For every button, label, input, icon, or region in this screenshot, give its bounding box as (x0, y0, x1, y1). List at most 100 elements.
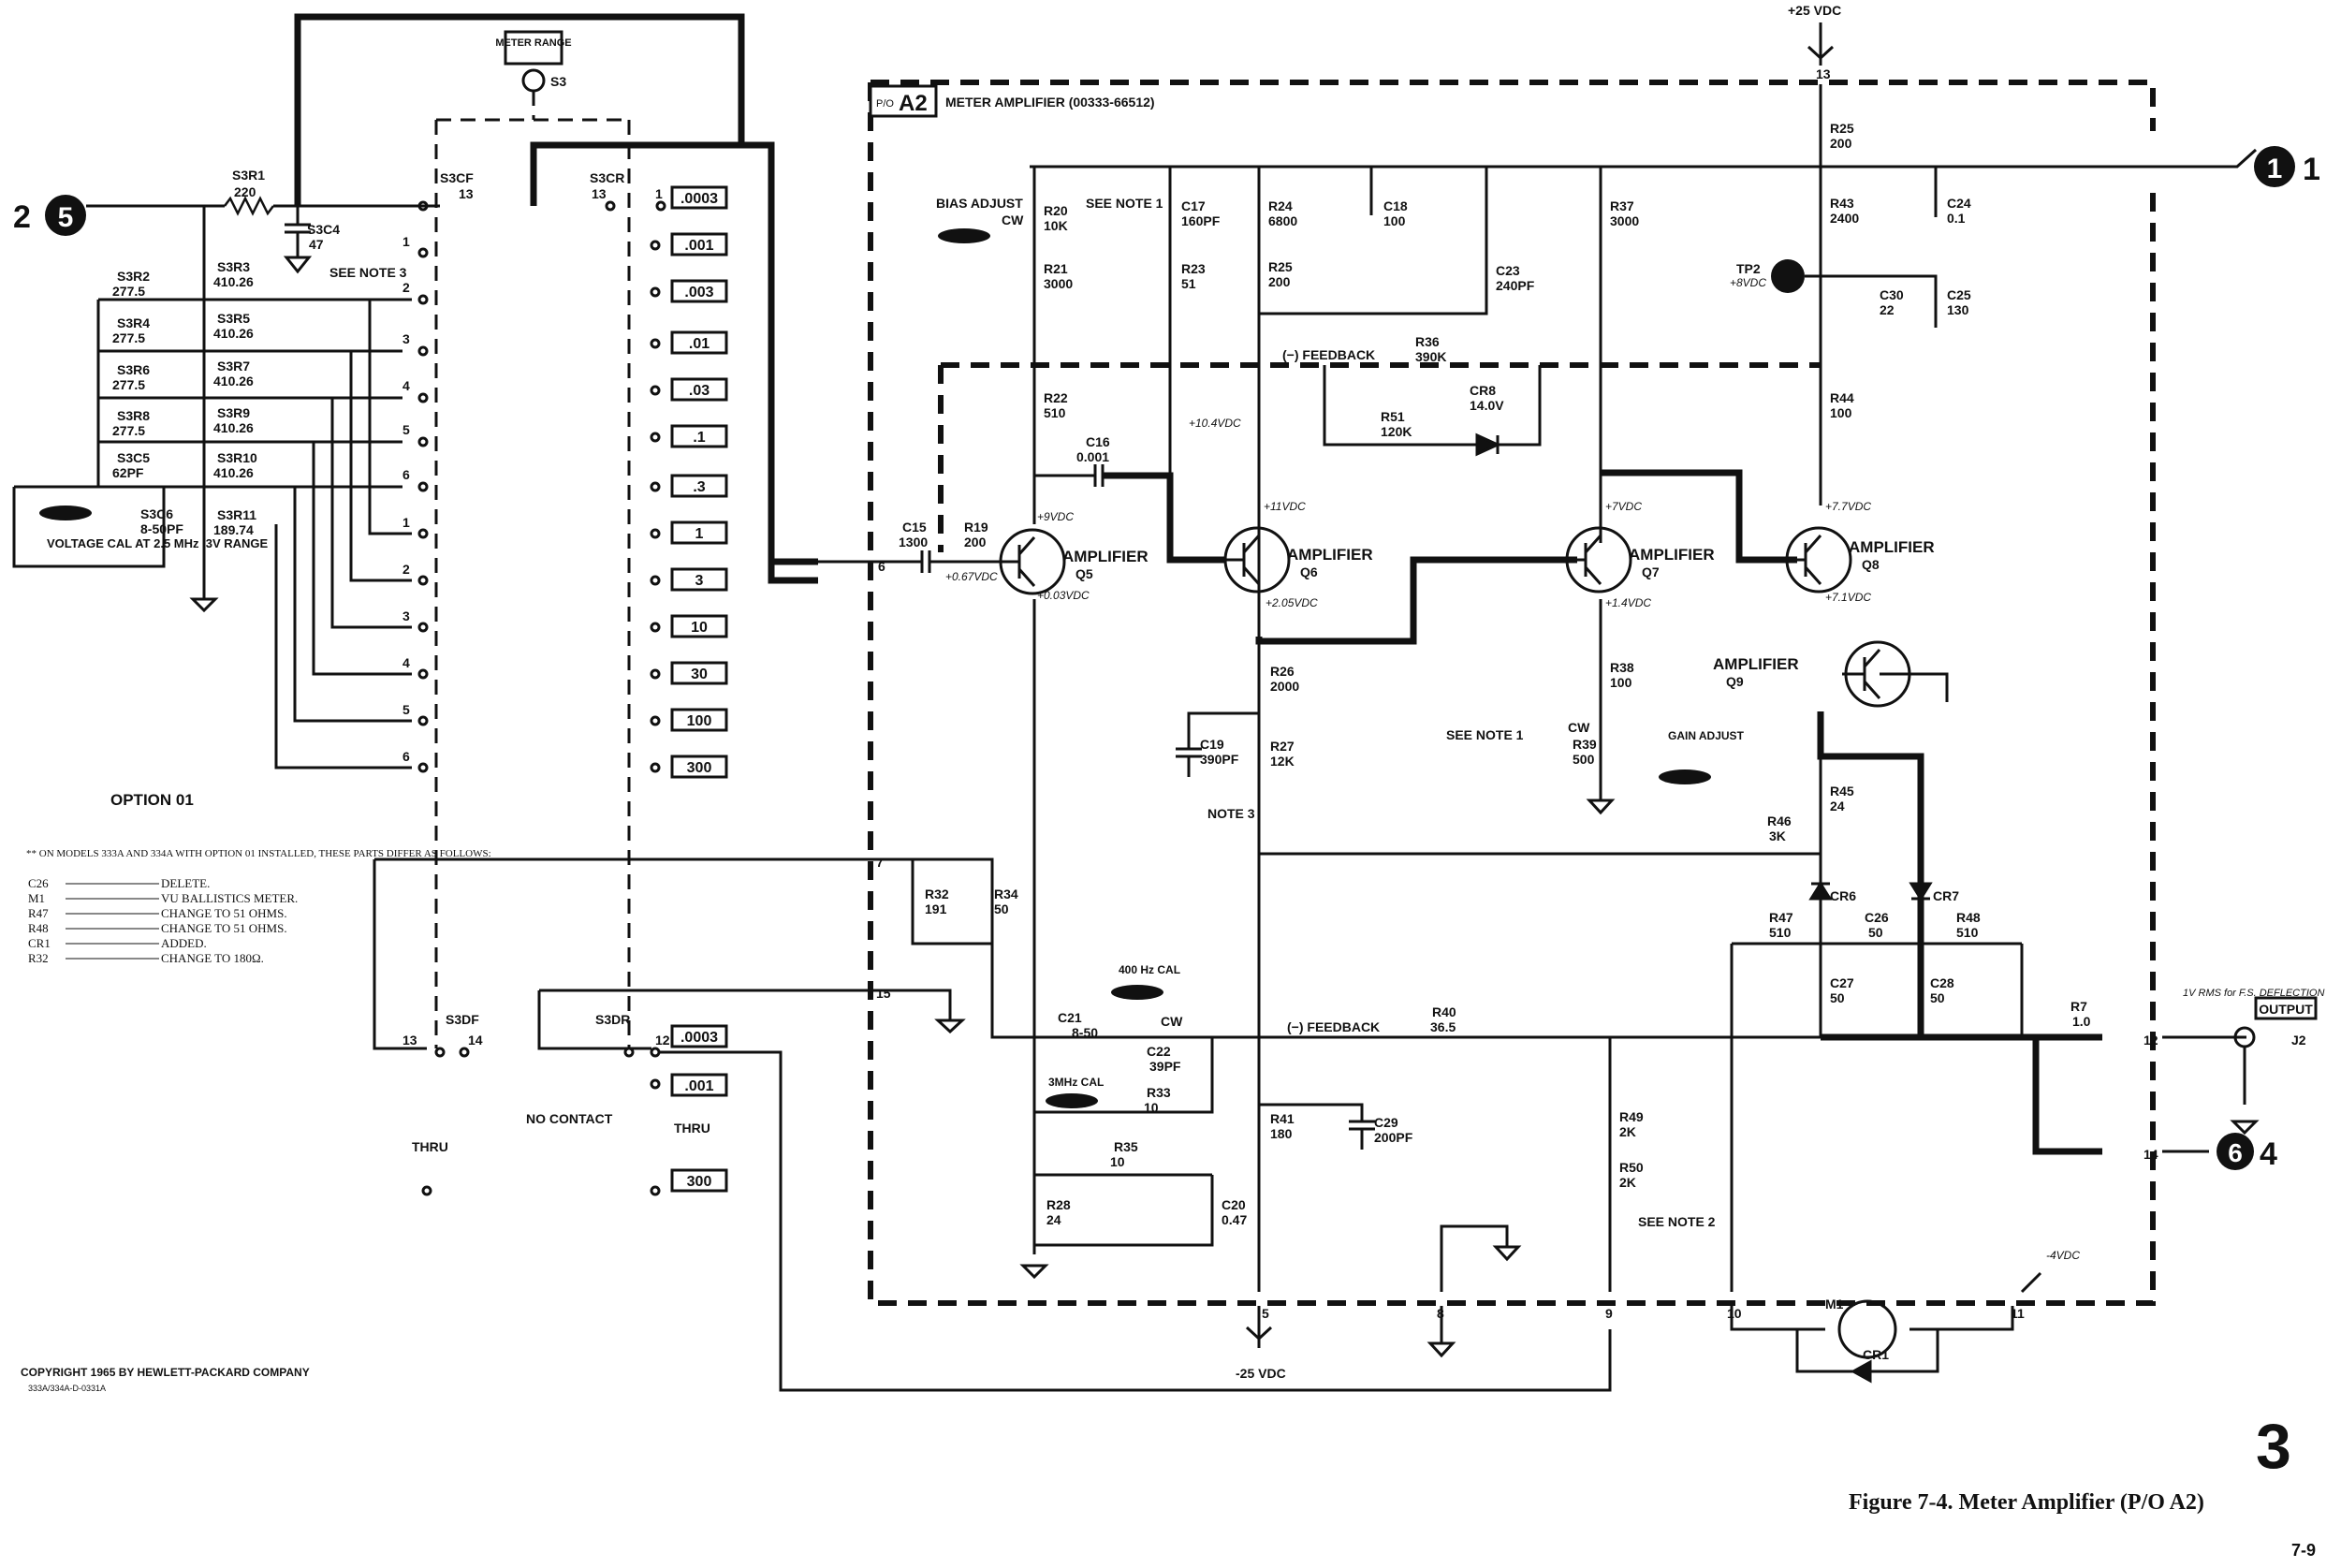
range-box (670, 755, 728, 779)
range-label: .3 (693, 479, 705, 495)
svg-text:R28: R28 (1046, 1197, 1071, 1212)
drawing-number: 333A/334A-D-0331A (28, 1384, 106, 1393)
voltage-cal-adjust[interactable]: VOLTAGE CAL AT 2.5 MHz .3V RANGE (39, 506, 269, 550)
svg-text:C18: C18 (1383, 198, 1408, 213)
svg-text:1V RMS for F.S. DEFLECTION: 1V RMS for F.S. DEFLECTION (2183, 988, 2324, 999)
svg-text:-25 VDC: -25 VDC (1236, 1366, 1286, 1381)
option-note-part: R48 (28, 921, 49, 935)
see-note-3: SEE NOTE 3 (329, 265, 407, 280)
svg-text:R23: R23 (1181, 261, 1206, 276)
s3df-label: S3DF (446, 1012, 479, 1027)
svg-text:100: 100 (1610, 675, 1632, 690)
svg-text:SEE NOTE 1: SEE NOTE 1 (1446, 727, 1524, 742)
output-connector-top: 1 1 (2254, 146, 2320, 187)
svg-text:5: 5 (402, 702, 410, 717)
svg-text:510: 510 (1044, 405, 1066, 420)
no-contact-1: NO CONTACT (526, 1111, 613, 1126)
svg-text:8-50: 8-50 (1072, 1025, 1098, 1040)
range-label: .1 (693, 430, 705, 446)
svg-text:50: 50 (1868, 925, 1883, 940)
svg-text:12: 12 (655, 1033, 670, 1048)
transistor-ref: Q7 (1642, 564, 1660, 579)
gain-adjust[interactable]: GAIN ADJUST (1659, 729, 1745, 784)
svg-text:50: 50 (1830, 990, 1845, 1005)
svg-text:12K: 12K (1270, 754, 1295, 769)
svg-text:390PF: 390PF (1200, 752, 1239, 767)
svg-text:+1.4VDC: +1.4VDC (1605, 596, 1651, 609)
tp2[interactable]: TP2 +8VDC (1730, 259, 1805, 293)
svg-text:C24: C24 (1947, 196, 1971, 211)
thru-label-left: THRU (412, 1139, 448, 1154)
meter-range-switch[interactable]: METER RANGE S3 (434, 30, 631, 1048)
svg-text:C26: C26 (1865, 910, 1889, 925)
svg-text:P/O: P/O (876, 98, 894, 110)
svg-text:300: 300 (687, 1174, 712, 1190)
svg-text:R37: R37 (1610, 198, 1634, 213)
svg-text:C19: C19 (1200, 737, 1224, 752)
svg-text:R34: R34 (994, 887, 1018, 901)
cal-400hz[interactable]: 400 Hz CAL (1111, 963, 1180, 1000)
svg-text:+10.4VDC: +10.4VDC (1189, 417, 1241, 430)
svg-text:100: 100 (1830, 405, 1852, 420)
bias-adjust[interactable]: BIAS ADJUST CW R20 10K SEE NOTE 1 (936, 196, 1163, 243)
transistor-ref: Q8 (1862, 557, 1880, 572)
svg-text:OUTPUT: OUTPUT (2259, 1002, 2313, 1017)
s3r6-ref: S3R6 (117, 362, 150, 377)
s3c5-ref: S3C5 (117, 450, 150, 465)
svg-text:R45: R45 (1830, 784, 1854, 799)
s3c5-value: 62PF (112, 465, 144, 480)
svg-text:5: 5 (402, 422, 410, 437)
svg-text:3MHz CAL: 3MHz CAL (1048, 1076, 1104, 1089)
svg-text:510: 510 (1769, 925, 1792, 940)
input-connector-label: 2 (13, 199, 31, 235)
svg-text:R39: R39 (1573, 737, 1597, 752)
svg-text:R24: R24 (1268, 198, 1293, 213)
range-label: .0003 (680, 191, 718, 207)
s3r1-ref: S3R1 (232, 168, 265, 183)
svg-text:24: 24 (1046, 1212, 1061, 1227)
s3r8-value: 277.5 (112, 423, 145, 438)
svg-text:C15: C15 (902, 520, 927, 535)
range-box (670, 614, 728, 638)
svg-text:C23: C23 (1496, 263, 1520, 278)
svg-text:R22: R22 (1044, 390, 1068, 405)
transistor-ref: Q5 (1075, 566, 1093, 581)
svg-text:7: 7 (876, 855, 884, 870)
svg-text:130: 130 (1947, 302, 1969, 317)
svg-text:R38: R38 (1610, 660, 1634, 675)
svg-text:-4VDC: -4VDC (2046, 1249, 2080, 1262)
svg-text:51: 51 (1181, 276, 1196, 291)
svg-text:50: 50 (994, 901, 1009, 916)
svg-text:4: 4 (2260, 1136, 2277, 1172)
input-connector-number: 5 (58, 202, 74, 233)
svg-text:R49: R49 (1619, 1109, 1644, 1124)
range-box (670, 567, 728, 592)
svg-text:13: 13 (1816, 66, 1831, 81)
svg-text:1: 1 (655, 186, 663, 201)
svg-text:R50: R50 (1619, 1160, 1644, 1175)
svg-text:+25 VDC: +25 VDC (1788, 3, 1841, 18)
range-box (670, 661, 728, 685)
svg-text:4: 4 (402, 655, 410, 670)
svg-text:+9VDC: +9VDC (1037, 510, 1074, 523)
svg-text:1: 1 (2267, 154, 2283, 184)
copyright-text: COPYRIGHT 1965 BY HEWLETT-PACKARD COMPAN… (21, 1366, 310, 1379)
svg-text:TP2: TP2 (1736, 261, 1761, 276)
range-label: 300 (687, 760, 712, 776)
s3r9-value: 410.26 (213, 420, 254, 435)
svg-text:6: 6 (402, 749, 410, 764)
svg-text:13: 13 (402, 1033, 417, 1048)
s3cf-label: S3CF (440, 170, 474, 185)
svg-text:J2: J2 (2291, 1033, 2306, 1048)
option-note-part: CR1 (28, 936, 51, 950)
svg-text:C22: C22 (1147, 1044, 1171, 1059)
output-jack[interactable]: 1V RMS for F.S. DEFLECTION OUTPUT J2 (2183, 988, 2324, 1048)
svg-text:10: 10 (1144, 1100, 1159, 1115)
s3r5-ref: S3R5 (217, 311, 250, 326)
svg-text:C30: C30 (1880, 287, 1904, 302)
transistor-name: AMPLIFIER (1849, 538, 1935, 556)
output-connector-bottom: 6 4 (2217, 1133, 2277, 1172)
cal-3mhz[interactable]: 3MHz CAL (1046, 1076, 1104, 1108)
svg-text:R32: R32 (925, 887, 949, 901)
